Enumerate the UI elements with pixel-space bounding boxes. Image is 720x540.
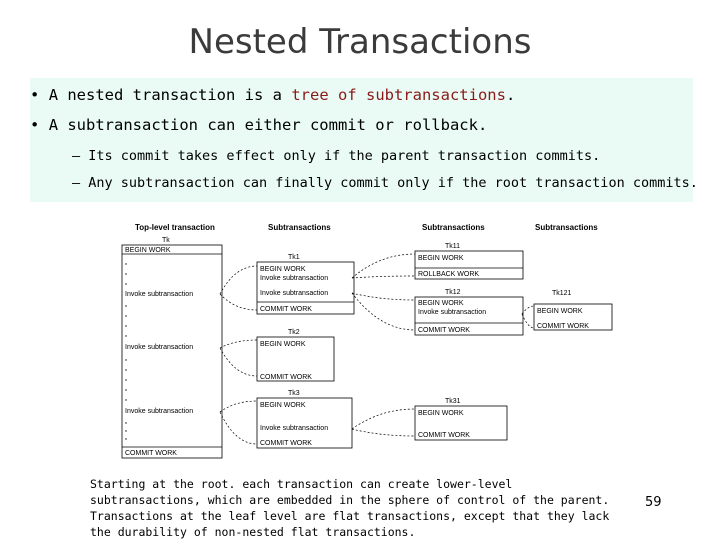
tk3-line-commit: COMMIT WORK (260, 440, 312, 447)
tk2-name: Tk2 (288, 329, 300, 336)
tk-line-invoke-1: Invoke subtransaction (125, 291, 193, 298)
tk-line-begin: BEGIN WORK (125, 247, 171, 254)
tk-name: Tk (162, 237, 170, 244)
tk11-name: Tk11 (445, 243, 460, 250)
tk1-line-invoke-2: Invoke subtransaction (260, 290, 328, 297)
tk11-line-rollback: ROLLBACK WORK (418, 271, 479, 278)
header-subtransactions-2: Subtransactions (422, 223, 485, 232)
subbullet-1-text: Its commit takes effect only if the pare… (88, 148, 601, 164)
tk-box (121, 244, 223, 459)
bullets-panel: • A nested transaction is a tree of subt… (30, 78, 698, 202)
tk121-line-begin: BEGIN WORK (537, 308, 583, 315)
diagram-svg: Top-level transaction Subtransactions Su… (121, 223, 613, 459)
tk1-line-begin: BEGIN WORK (260, 266, 306, 273)
bullet-1-highlight: tree of subtransactions (291, 86, 506, 104)
header-top-level: Top-level transaction (135, 223, 215, 232)
tk3-line-invoke: Invoke subtransaction (260, 425, 328, 432)
tk-line-invoke-3: Invoke subtransaction (125, 408, 193, 415)
bullet-1-prefix: A nested transaction is a (48, 86, 292, 104)
bullet-dot: • (30, 86, 40, 104)
connector-lines (219, 253, 535, 445)
tk1-box (256, 261, 355, 315)
tk11-line-begin: BEGIN WORK (418, 255, 464, 262)
dash-marker: – (72, 175, 89, 191)
tk12-line-begin: BEGIN WORK (418, 300, 464, 307)
diagram-caption: Starting at the root. each transaction c… (90, 477, 610, 539)
bullet-1: • A nested transaction is a tree of subt… (30, 86, 515, 104)
slide-title: Nested Transactions (188, 22, 532, 62)
tk12-box (414, 296, 524, 336)
subbullet-1: – Its commit takes effect only if the pa… (72, 148, 600, 164)
bullet-1-suffix: . (505, 86, 516, 104)
header-subtransactions-3: Subtransactions (535, 223, 598, 232)
tk-dots (125, 263, 127, 440)
tk2-line-commit: COMMIT WORK (260, 374, 312, 381)
tk1-line-commit: COMMIT WORK (260, 306, 312, 313)
tk1-line-invoke-1: Invoke subtransaction (260, 275, 328, 282)
tk12-name: Tk12 (445, 289, 461, 296)
tk31-name: Tk31 (445, 398, 461, 405)
tk-line-invoke-2: Invoke subtransaction (125, 344, 193, 351)
tk11-box (414, 250, 524, 280)
bullet-2-text: A subtransaction can either commit or ro… (48, 116, 488, 134)
tk31-line-commit: COMMIT WORK (418, 432, 470, 439)
tk121-box (533, 303, 613, 331)
tk3-name: Tk3 (288, 390, 300, 397)
tk121-line-commit: COMMIT WORK (537, 323, 589, 330)
tk3-line-begin: BEGIN WORK (260, 402, 306, 409)
tk-line-commit: COMMIT WORK (125, 450, 177, 457)
tk12-line-commit: COMMIT WORK (418, 327, 470, 334)
tk31-line-begin: BEGIN WORK (418, 410, 464, 417)
header-subtransactions-1: Subtransactions (268, 223, 331, 232)
bullet-dot: • (30, 116, 40, 134)
page-number: 59 (645, 495, 662, 510)
tk2-line-begin: BEGIN WORK (260, 341, 306, 348)
nested-transaction-diagram: Top-level transaction Subtransactions Su… (110, 218, 640, 460)
tk31-box (414, 405, 508, 441)
subbullet-2: – Any subtransaction can finally commit … (72, 175, 698, 191)
dash-marker: – (72, 148, 89, 164)
tk3-box (256, 397, 353, 449)
tk12-line-invoke: Invoke subtransaction (418, 309, 486, 316)
tk1-name: Tk1 (288, 254, 300, 261)
tk121-name: Tk121 (552, 290, 572, 297)
bullet-2: • A subtransaction can either commit or … (30, 116, 487, 134)
tk2-box (256, 336, 335, 382)
subbullet-2-text: Any subtransaction can finally commit on… (88, 175, 698, 191)
